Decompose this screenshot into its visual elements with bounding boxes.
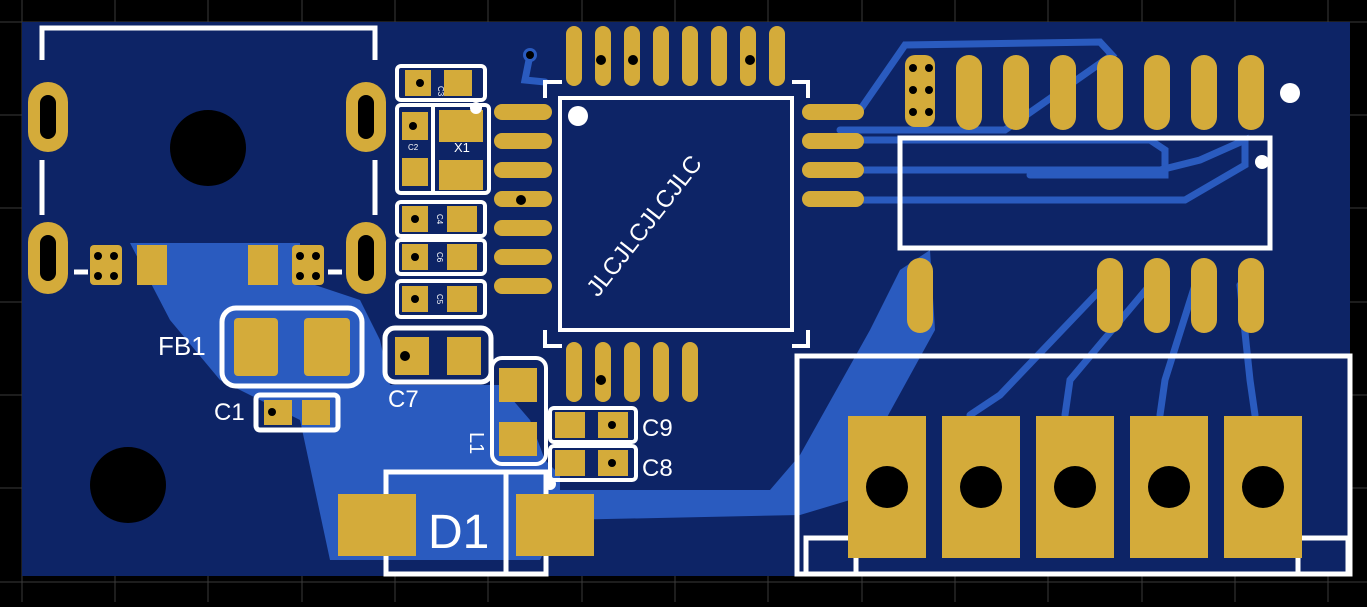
c4-footprint [395,200,487,238]
fb1-footprint [219,305,365,389]
usb-connector-outline [39,25,378,215]
c2-label: C2 [408,143,419,152]
c9-label: C9 [642,415,673,442]
l1-footprint [490,356,548,466]
c1-footprint [253,392,341,433]
c2-x1-footprint [395,102,491,195]
c3-label: C3 [436,86,445,97]
usb-signal-pads [74,245,342,285]
usb-shell-pads [28,82,386,294]
c7-footprint [382,325,494,385]
c9-footprint [548,406,638,444]
l1-label: L1 [465,432,487,454]
c3-footprint [395,64,487,102]
c5-footprint [395,279,487,319]
upper-connector-footprint [897,55,1300,333]
c6-label: C6 [435,252,444,263]
mounting-hole-top [170,110,246,186]
mounting-hole-bottom [90,447,166,523]
c1-label: C1 [214,399,245,426]
c5-label: C5 [435,294,444,305]
fb1-label: FB1 [158,331,206,361]
c8-footprint [548,444,638,482]
c4-label: C4 [435,214,444,225]
x1-label: X1 [454,140,470,155]
d1-label: D1 [428,506,489,559]
c6-footprint [395,238,487,276]
mcu-footprint [494,26,864,402]
c8-label: C8 [642,455,673,482]
c7-label: C7 [388,386,419,413]
d1-footprint [338,469,594,577]
terminal-block-footprint [794,353,1353,577]
